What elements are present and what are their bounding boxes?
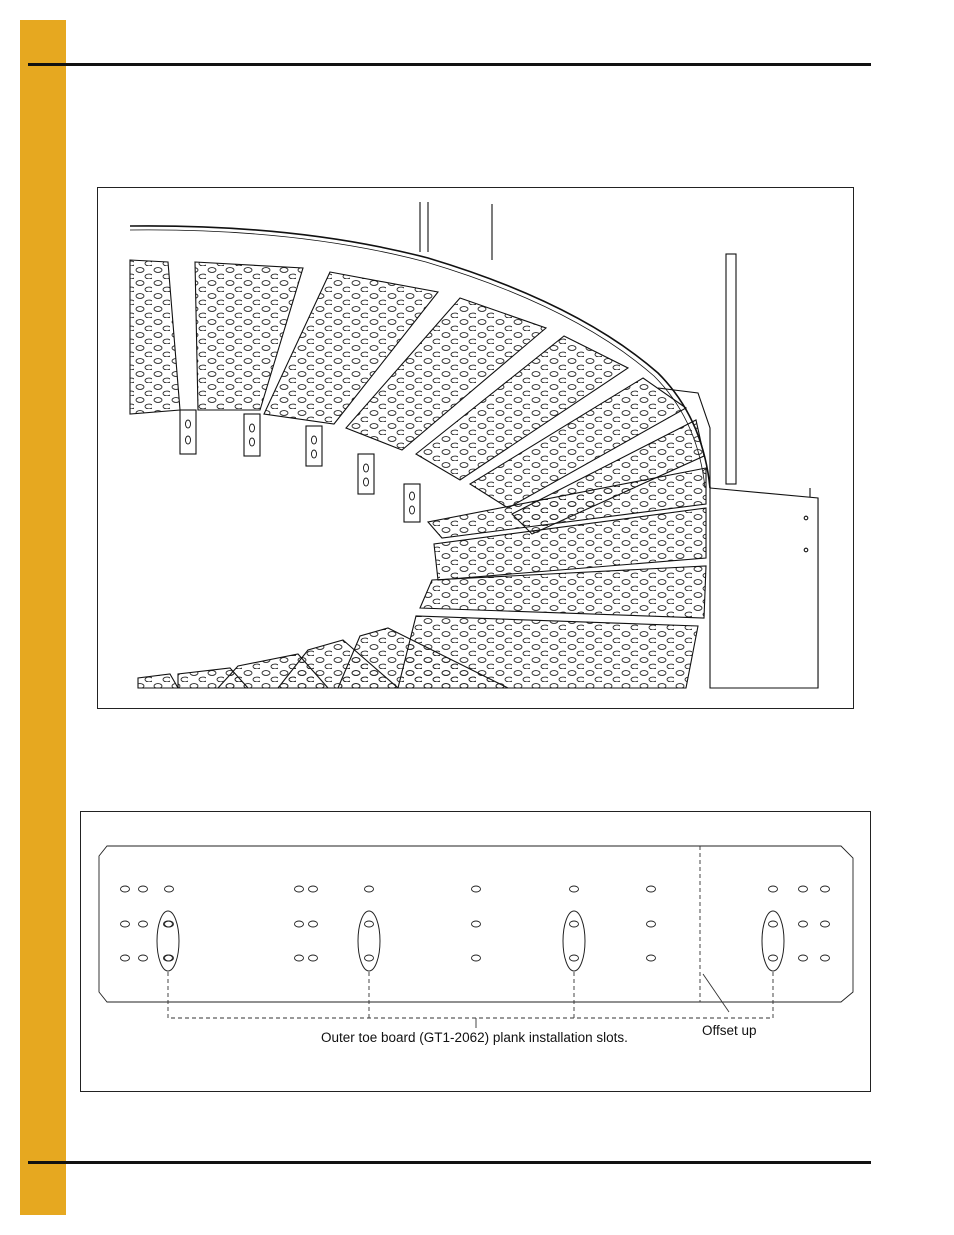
section-tab xyxy=(20,20,66,1215)
slots-callout: Outer toe board (GT1-2062) plank install… xyxy=(321,1030,628,1045)
stair-treads-figure xyxy=(97,187,854,709)
toe-board-figure: Outer toe board (GT1-2062) plank install… xyxy=(80,811,871,1092)
footer-rule xyxy=(28,1161,871,1164)
stair-treads-drawing xyxy=(129,202,819,689)
toe-board-drawing xyxy=(98,845,854,1028)
header-rule xyxy=(28,63,871,66)
offset-callout: Offset up xyxy=(702,1023,757,1038)
